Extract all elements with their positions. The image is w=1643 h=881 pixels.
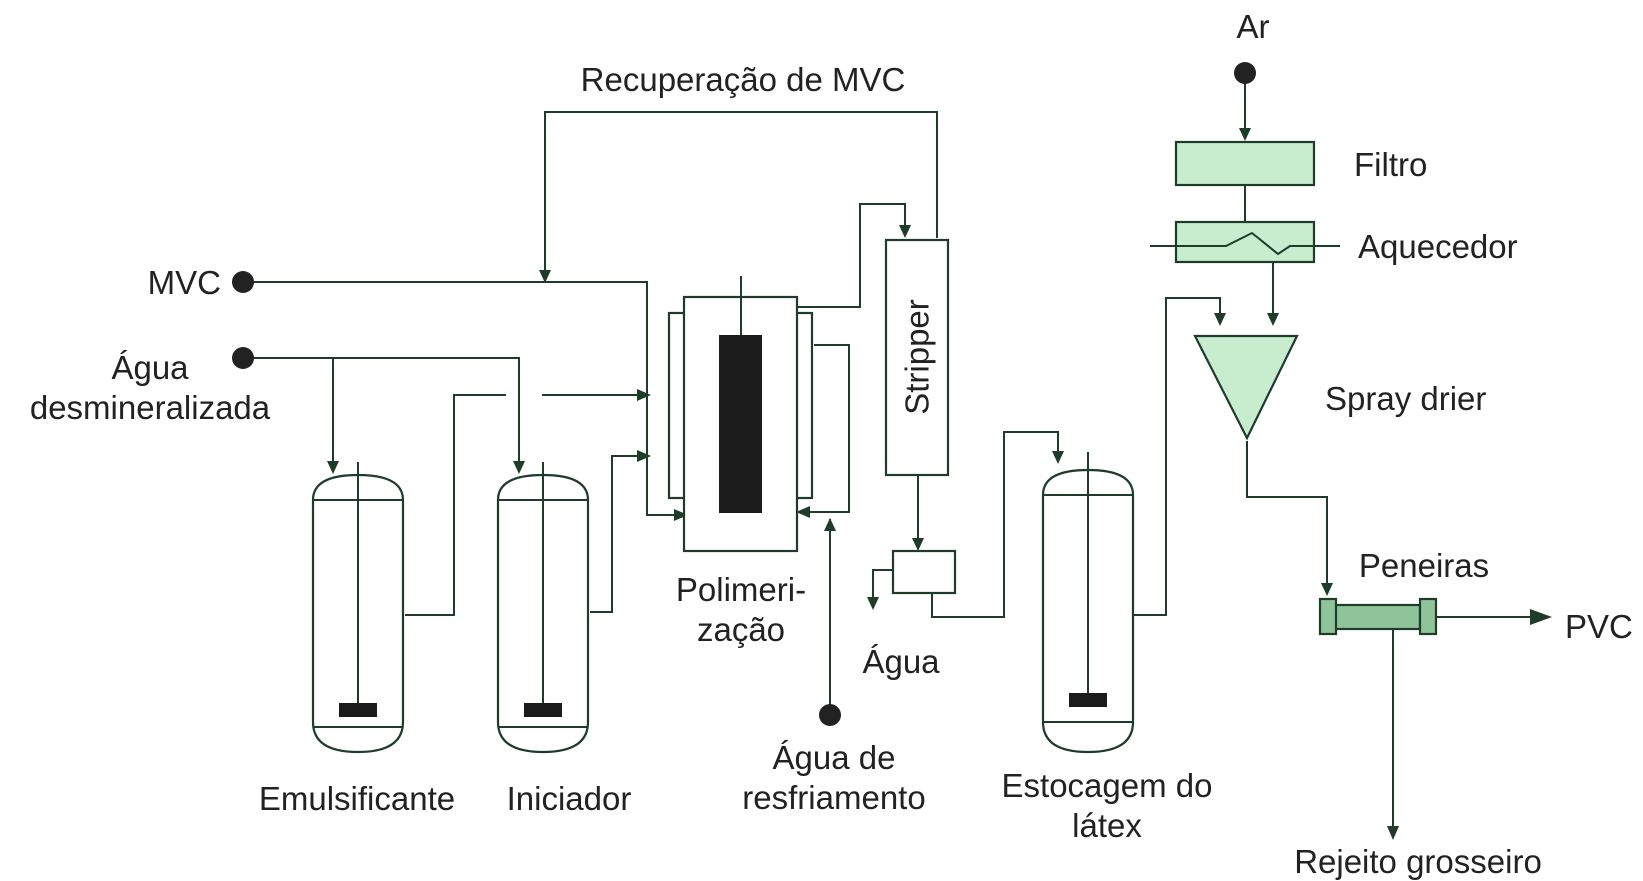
water-label-line1: Água xyxy=(111,349,189,386)
latex-storage-tank xyxy=(1041,452,1135,754)
cooling-label-line2: resfriamento xyxy=(742,779,925,816)
arrow-initiator-reactor xyxy=(637,450,651,462)
air-filter xyxy=(1174,140,1316,187)
arrow-pvc-out xyxy=(1530,609,1552,625)
air-source-dot xyxy=(1234,62,1256,84)
mvc-recovery-line xyxy=(544,111,938,277)
emulsifier-impeller xyxy=(339,703,377,717)
arrow-storage-drier xyxy=(1214,313,1226,326)
mvc-label: MVC xyxy=(148,264,221,301)
arrow-air-filter xyxy=(1239,128,1251,141)
water-feed-line xyxy=(243,357,520,468)
filter-label: Filtro xyxy=(1354,146,1427,183)
separator-drum xyxy=(891,549,957,595)
arrow-cooling-reactor xyxy=(796,506,810,518)
water-out-line xyxy=(872,569,893,603)
arrow-cooling-up xyxy=(824,518,836,531)
storage-label-line2: látex xyxy=(1072,807,1142,844)
arrow-heater-drier xyxy=(1267,313,1279,326)
polymerization-label-line2: zação xyxy=(697,611,785,648)
initiator-label: Iniciador xyxy=(507,780,632,817)
arrow-reactor-stripper xyxy=(899,225,911,238)
arrow-water-emulsifier xyxy=(327,461,339,474)
arrowheads xyxy=(327,128,1552,840)
arrow-mvc-reactor xyxy=(674,509,688,521)
arrow-emulsifier-reactor xyxy=(637,389,651,401)
arrow-water-out xyxy=(867,597,879,610)
emulsifier-outlet-line xyxy=(405,394,645,616)
arrow-recovery-mvc xyxy=(539,270,551,283)
arrow-drier-sieve xyxy=(1321,583,1333,596)
mvc-feed-line xyxy=(243,281,676,516)
air-heater xyxy=(1174,220,1316,264)
arrow-latex-storage xyxy=(1052,451,1064,464)
spray-drier xyxy=(1193,334,1299,441)
emulsifier-label: Emulsificante xyxy=(259,780,455,817)
arrow-stripper-separator xyxy=(912,538,924,551)
water-label-line2: desmineralizada xyxy=(30,389,271,426)
storage-label-line1: Estocagem do xyxy=(1002,767,1213,804)
air-line xyxy=(1150,73,1340,320)
initiator-tank xyxy=(496,462,590,754)
initiator-outlet-line xyxy=(590,455,645,613)
mvc-source-dot xyxy=(232,271,254,293)
reactor-to-stripper-line xyxy=(797,203,906,308)
drier-to-sieve-line xyxy=(1246,441,1328,590)
pvc-label: PVC xyxy=(1565,608,1633,645)
stripper-label: Stripper xyxy=(899,299,936,415)
emulsifier-tank xyxy=(311,462,405,754)
sieve-assembly xyxy=(1318,597,1438,636)
polymerization-reactor xyxy=(667,276,814,553)
sieves-label: Peneiras xyxy=(1359,547,1489,584)
cooling-water-line xyxy=(800,344,850,715)
spray-drier-label: Spray drier xyxy=(1325,380,1486,417)
storage-to-drier-line xyxy=(1134,297,1221,616)
air-label: Ar xyxy=(1237,8,1270,45)
stripper-column: Stripper xyxy=(884,238,950,477)
polymerization-label-line1: Polimeri- xyxy=(676,571,806,608)
water-source-dot xyxy=(232,347,254,369)
reactor-agitator xyxy=(719,335,762,513)
recovery-label: Recuperação de MVC xyxy=(581,61,906,98)
water-out-label: Água xyxy=(862,643,940,680)
separator-to-storage-line xyxy=(931,431,1059,618)
cooling-water-source-dot xyxy=(819,704,841,726)
storage-impeller xyxy=(1069,693,1107,707)
heater-label: Aquecedor xyxy=(1358,228,1518,265)
cooling-label-line1: Água de xyxy=(773,739,896,776)
sieve-outlets-line xyxy=(1392,616,1538,832)
reject-label: Rejeito grosseiro xyxy=(1294,843,1542,880)
initiator-impeller xyxy=(524,703,562,717)
flow-lines xyxy=(243,73,1538,832)
arrow-reject-out xyxy=(1387,826,1399,840)
arrow-water-initiator xyxy=(513,461,525,474)
